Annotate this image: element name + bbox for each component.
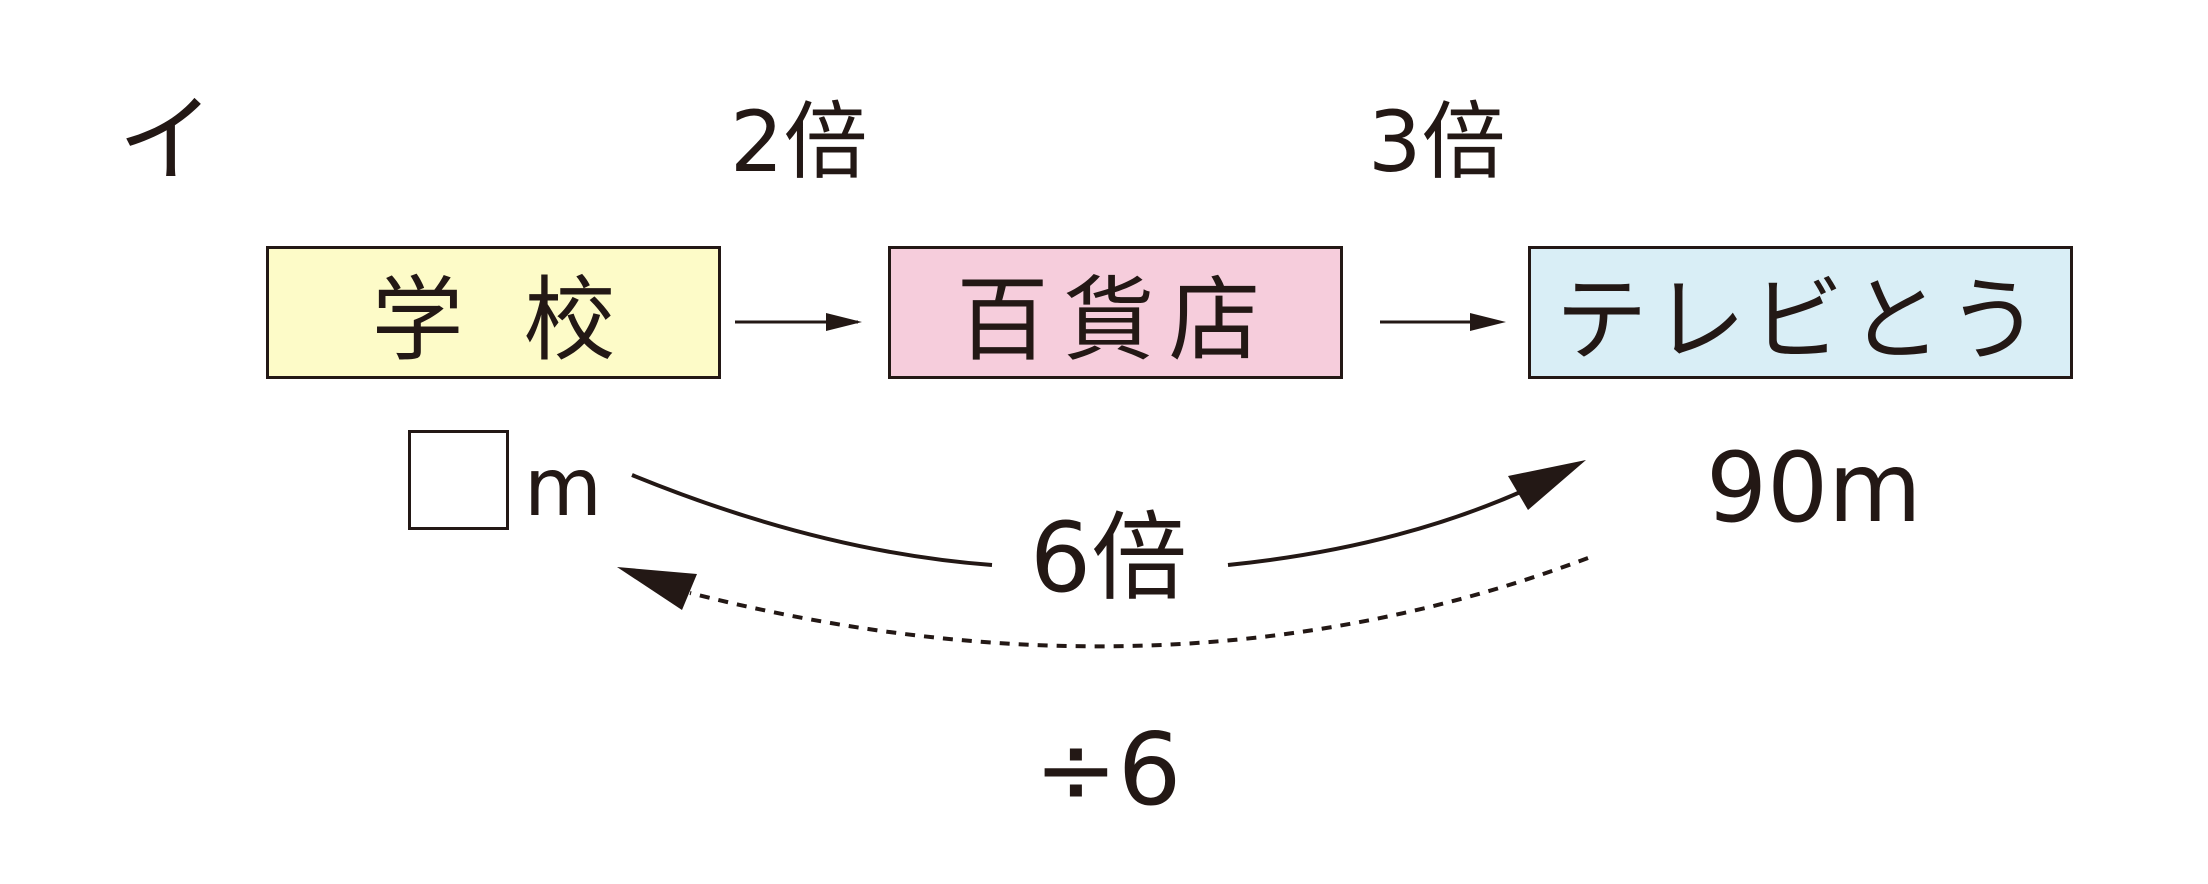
multiplier-dept-to-tv: 3倍 (1368, 93, 1506, 191)
problem-label: イ (118, 84, 214, 196)
inverse-dashed-curve (689, 556, 1589, 649)
inverse-arrow-head (617, 567, 697, 610)
tv-tower-distance: 90m (1706, 432, 1922, 544)
department-store-box: 百貨店 (888, 246, 1343, 379)
forward-relation-label: 6倍 (1030, 502, 1188, 614)
school-label: 学校 (371, 267, 676, 374)
forward-curve-right (1227, 488, 1526, 567)
school-box: 学校 (266, 246, 721, 379)
tv-tower-box: テレビとう (1528, 246, 2073, 379)
forward-curve-left (631, 473, 993, 567)
unknown-value-box (408, 430, 509, 530)
multiplier-school-to-dept: 2倍 (730, 93, 868, 191)
arrow-school-to-dept-head (826, 313, 862, 331)
forward-arrow-head (1508, 460, 1586, 510)
arrow-dept-to-tv-head (1470, 313, 1506, 331)
department-store-label: 百貨店 (956, 267, 1275, 374)
inverse-relation-label: ÷6 (1034, 711, 1182, 828)
tv-tower-label: テレビとう (1555, 267, 2046, 374)
school-distance-unit: m (524, 441, 602, 534)
